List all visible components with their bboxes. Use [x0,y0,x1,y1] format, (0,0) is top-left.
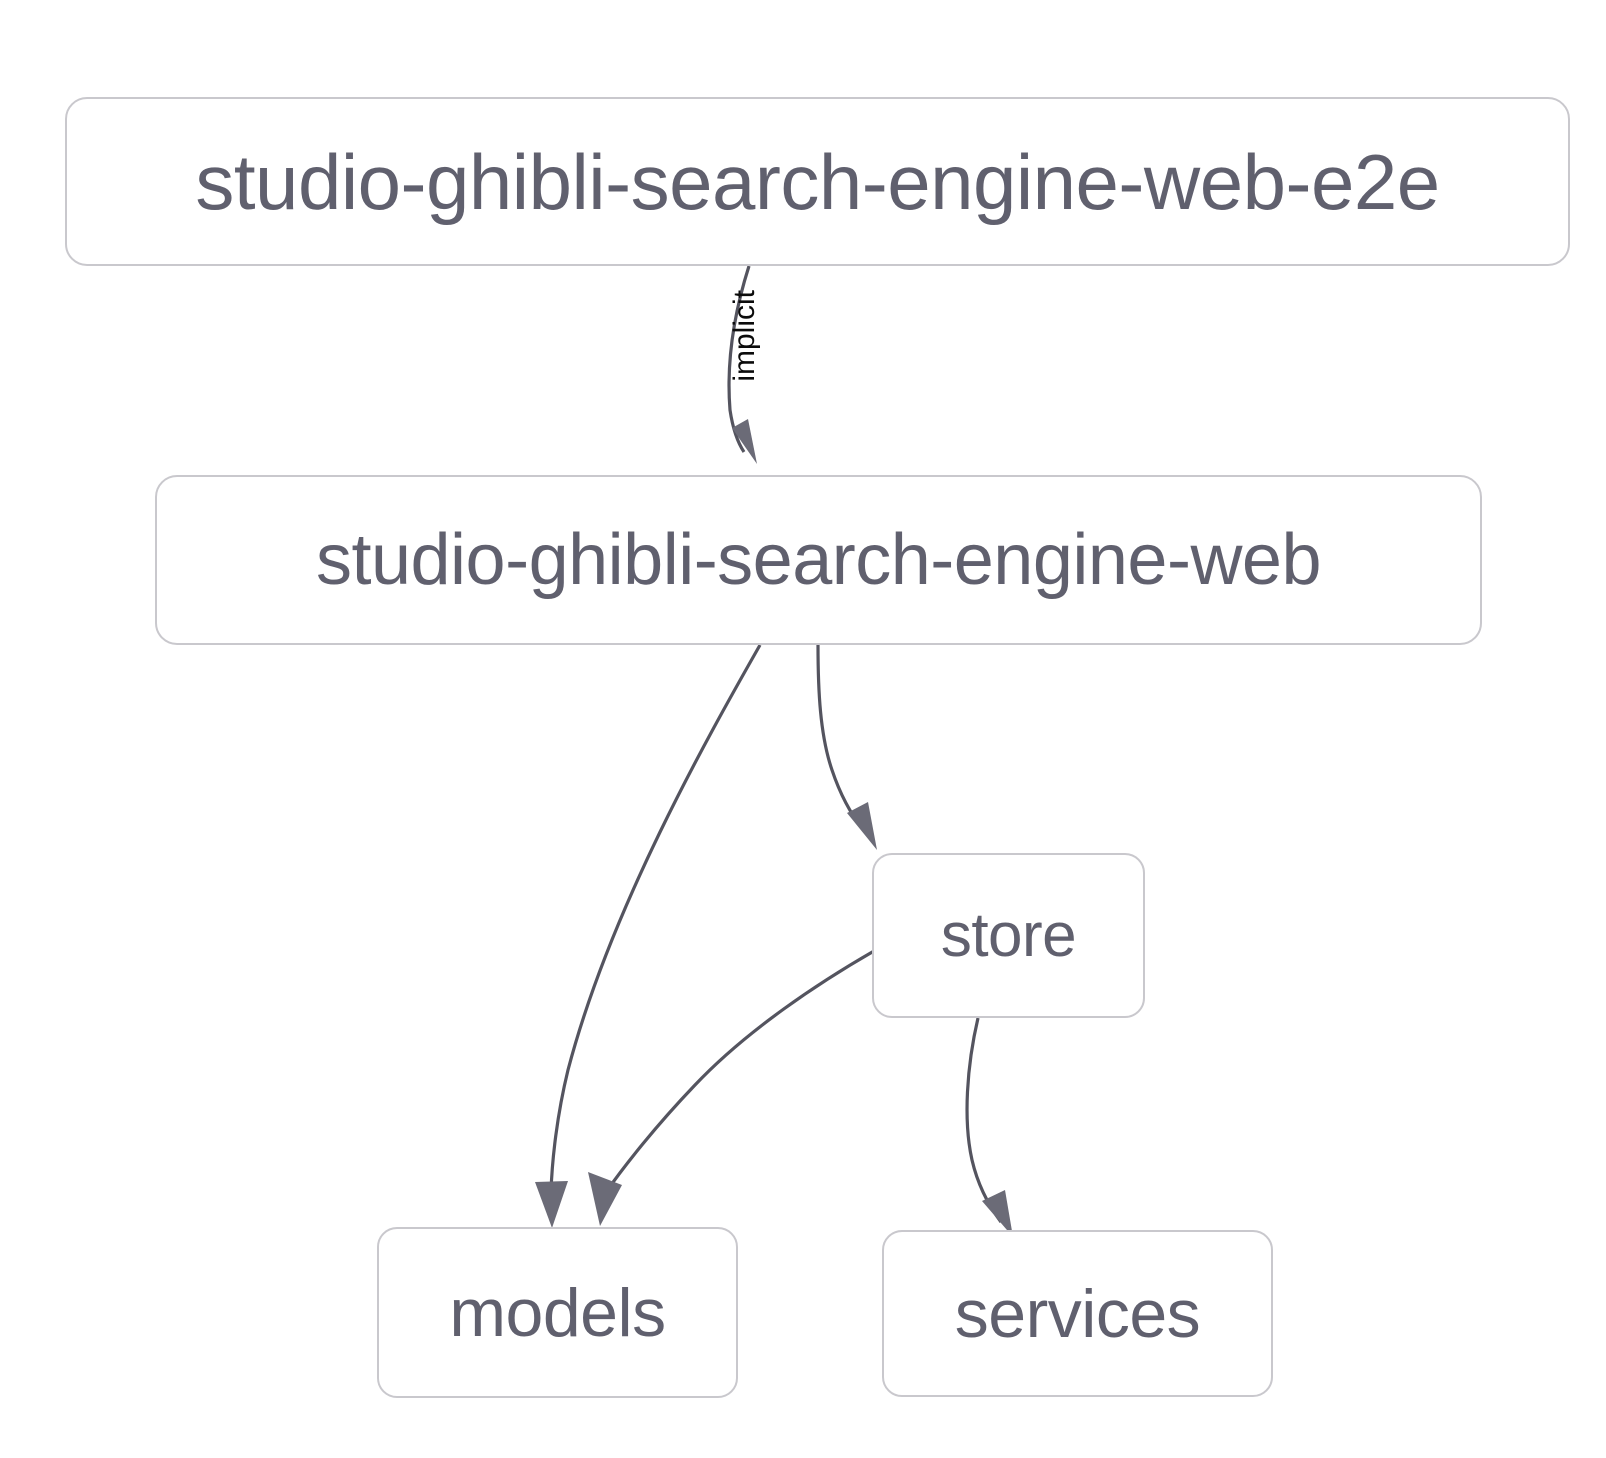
node-label: services [954,1275,1201,1352]
edge-web-to-models [535,644,762,1228]
node-store[interactable]: store [872,853,1145,1018]
node-label: studio-ghibli-search-engine-web [315,520,1322,600]
edge-web-e2e-to-web [727,265,757,464]
node-label: models [449,1274,666,1351]
node-label: store [940,900,1077,970]
node-services[interactable]: services [882,1230,1273,1397]
node-studio-ghibli-search-engine-web-e2e[interactable]: studio-ghibli-search-engine-web-e2e [65,97,1570,266]
node-models[interactable]: models [377,1227,738,1398]
node-label: studio-ghibli-search-engine-web-e2e [195,137,1440,226]
edge-store-to-models [588,949,875,1226]
node-studio-ghibli-search-engine-web[interactable]: studio-ghibli-search-engine-web [155,475,1482,645]
edge-store-to-services [965,1017,1013,1237]
edge-web-to-store [816,644,877,850]
edge-label-implicit: implicit [728,290,761,382]
